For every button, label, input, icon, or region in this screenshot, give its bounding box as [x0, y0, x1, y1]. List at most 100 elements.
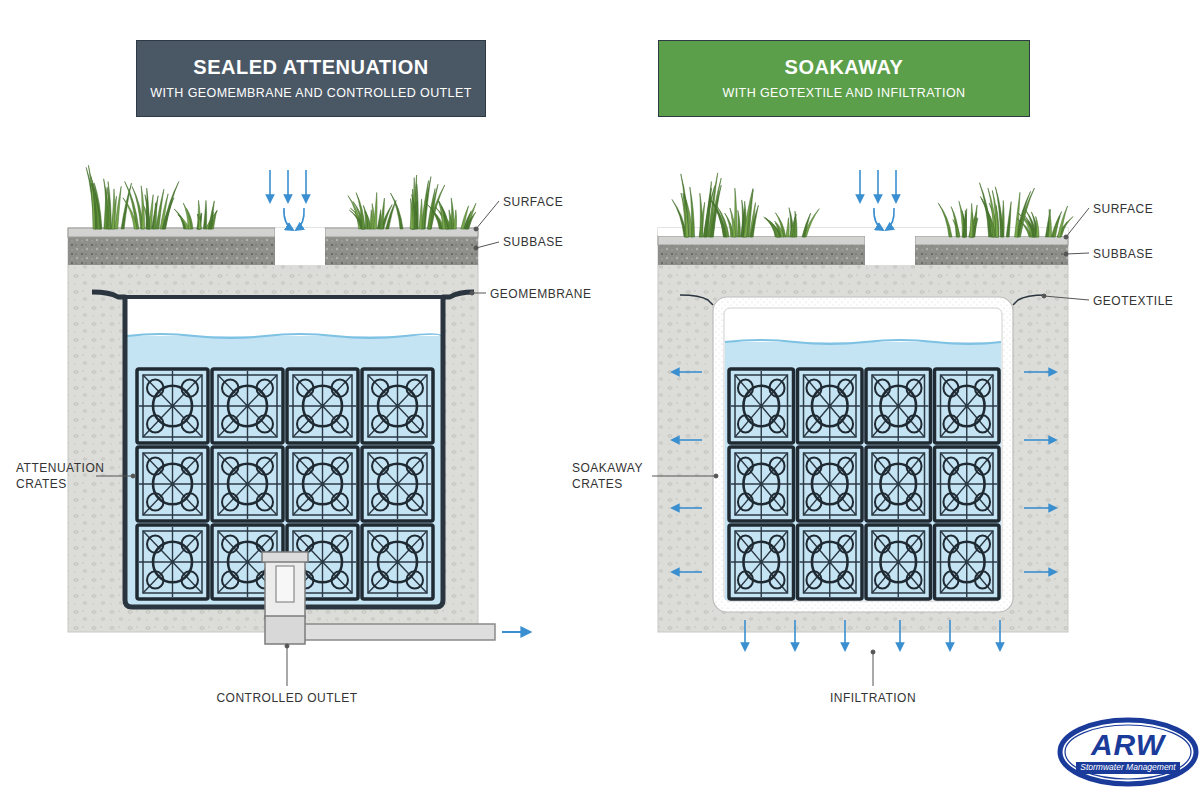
controlled-outlet [276, 566, 294, 602]
crate [975, 535, 990, 552]
crate [738, 535, 753, 552]
crate [362, 525, 433, 599]
crate [800, 371, 861, 441]
infiltration-arrows [949, 620, 951, 650]
grass [765, 217, 780, 237]
subheading-text: WITH GEOMEMBRANE AND CONTROLLED OUTLET [150, 84, 471, 103]
crate [362, 447, 433, 521]
grass [737, 210, 740, 237]
crate [222, 571, 239, 588]
grass [92, 184, 100, 229]
crate [838, 415, 853, 432]
crate [372, 457, 389, 474]
heading-text: SOAKAWAY [785, 54, 904, 80]
grass [145, 195, 150, 229]
controlled-outlet [262, 552, 530, 644]
crate [289, 371, 356, 441]
grass [963, 210, 966, 237]
grass [174, 209, 186, 229]
grass [203, 200, 206, 229]
crate [362, 369, 433, 443]
crate [222, 415, 239, 432]
infiltration-arrows [672, 507, 702, 509]
crate [875, 379, 890, 396]
crate [257, 457, 274, 474]
infiltration-arrows [1024, 571, 1056, 573]
grass [107, 187, 111, 229]
crate [975, 379, 990, 396]
crate [838, 571, 853, 588]
ground-section [325, 228, 478, 237]
crate [303, 542, 342, 583]
crate [738, 571, 753, 588]
crate [943, 415, 958, 432]
ground-section [658, 244, 865, 265]
subheading-text: WITH GEOTEXTILE AND INFILTRATION [723, 84, 966, 103]
crate [866, 525, 931, 599]
crate [297, 379, 314, 396]
crate [949, 464, 985, 505]
inflow-arrows [284, 208, 293, 230]
leader-lines [470, 291, 474, 295]
crate [364, 449, 431, 519]
grass [704, 188, 712, 237]
crate [906, 571, 921, 588]
crate [729, 447, 794, 521]
crate [906, 457, 921, 474]
attenuation-tank [125, 295, 443, 299]
crate [866, 447, 931, 521]
grass [683, 193, 689, 237]
grass [690, 187, 695, 237]
crate [729, 369, 794, 443]
attenuation-tank [125, 297, 443, 607]
crate [407, 535, 424, 552]
crate [769, 535, 784, 552]
controlled-outlet [265, 616, 305, 644]
attenuation-tank [127, 334, 441, 338]
crate [935, 525, 1000, 599]
infiltration-arrows [744, 620, 746, 650]
part-label: SURFACE [503, 194, 563, 210]
crate [906, 493, 921, 510]
crate [297, 493, 314, 510]
grass [386, 200, 396, 229]
infiltration-arrows [672, 372, 1056, 650]
crate [147, 535, 164, 552]
crate [147, 493, 164, 510]
crate [372, 571, 389, 588]
part-label: SURFACE [1093, 201, 1153, 217]
crate [139, 371, 206, 441]
crate [806, 457, 821, 474]
grass [938, 203, 952, 237]
infiltration-arrows [1024, 371, 1056, 373]
crate [137, 525, 208, 599]
leader-lines [873, 652, 874, 686]
crate [935, 447, 1000, 521]
logo-ellipse [1060, 720, 1196, 784]
crate [372, 379, 389, 396]
leader-lines [287, 646, 288, 686]
crate [222, 535, 239, 552]
crate [407, 571, 424, 588]
crate [937, 449, 998, 519]
crate [769, 415, 784, 432]
leader-lines [474, 246, 478, 250]
inflow-arrows [877, 170, 879, 202]
grass [1052, 216, 1060, 237]
inflow-arrows [305, 170, 307, 202]
crate [875, 457, 890, 474]
crate [798, 369, 863, 443]
crate [906, 379, 921, 396]
crate [937, 371, 998, 441]
leader-lines [474, 227, 478, 231]
crate [289, 449, 356, 519]
ground-section [915, 236, 1068, 245]
part-label: SOAKAWAY CRATES [572, 460, 648, 492]
crate [731, 371, 792, 441]
crate [743, 386, 779, 427]
grass [112, 189, 115, 229]
crate [362, 447, 433, 521]
crate [297, 457, 314, 474]
grass [750, 205, 758, 237]
crate [812, 464, 848, 505]
